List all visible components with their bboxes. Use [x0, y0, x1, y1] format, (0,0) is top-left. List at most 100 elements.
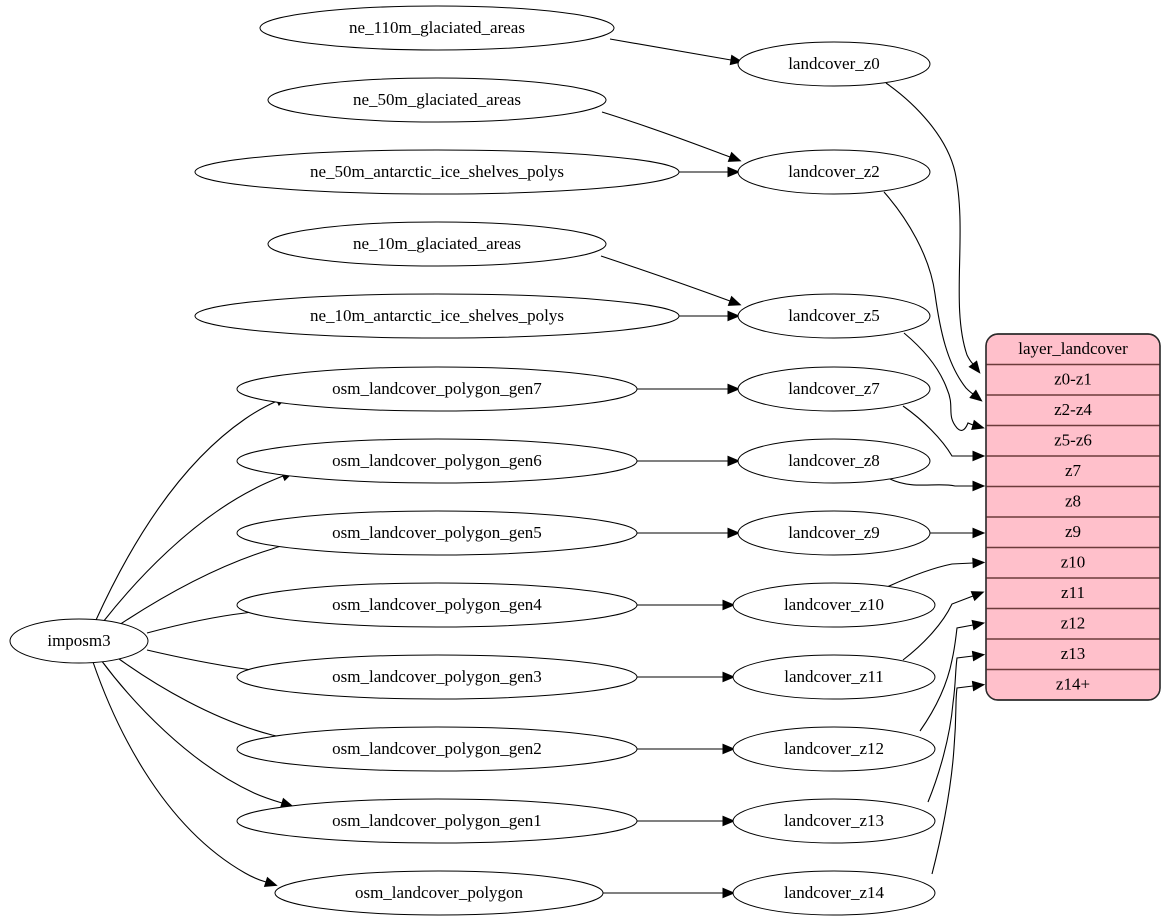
- layer-table-row-z5-z6[interactable]: z5-z6: [986, 426, 1160, 457]
- node-ellipse[interactable]: [737, 366, 931, 412]
- node-ellipse[interactable]: [9, 618, 149, 664]
- node-ellipse[interactable]: [236, 366, 638, 412]
- edge-path: [92, 661, 267, 883]
- layer-table-row-z11[interactable]: z11: [986, 578, 1160, 609]
- layer-table-header: layer_landcover: [1018, 339, 1128, 358]
- node-ellipse[interactable]: [194, 149, 680, 195]
- layer-node-landcover_z11[interactable]: landcover_z11: [732, 654, 936, 700]
- layer-table-row-z8[interactable]: z8: [986, 487, 1160, 518]
- source-node-osm_landcover_polygon_gen6[interactable]: osm_landcover_polygon_gen6: [236, 438, 638, 484]
- source-node-osm_landcover_polygon_gen5[interactable]: osm_landcover_polygon_gen5: [236, 510, 638, 556]
- arrow-head-icon: [727, 383, 741, 395]
- node-label: ne_50m_antarctic_ice_shelves_polys: [310, 162, 564, 181]
- edge-path: [903, 332, 974, 431]
- source-node-ne_110m_glaciated_areas[interactable]: ne_110m_glaciated_areas: [259, 5, 615, 51]
- node-ellipse[interactable]: [737, 293, 931, 339]
- node-ellipse[interactable]: [737, 41, 931, 87]
- source-node-osm_landcover_polygon_gen3[interactable]: osm_landcover_polygon_gen3: [236, 654, 638, 700]
- source-node-osm_landcover_polygon_gen2[interactable]: osm_landcover_polygon_gen2: [236, 726, 638, 772]
- layer-table-row-z9[interactable]: z9: [986, 517, 1160, 548]
- edge-landcover_z12-to-layer-table-z12: [919, 619, 986, 732]
- arrow-head-icon: [722, 671, 736, 683]
- layer-table-row-z12[interactable]: z12: [986, 609, 1160, 640]
- node-ellipse[interactable]: [732, 582, 936, 628]
- edge-landcover_z11-to-layer-table-z11: [902, 591, 985, 661]
- node-ellipse[interactable]: [236, 798, 638, 844]
- node-label: ne_10m_glaciated_areas: [353, 234, 521, 253]
- layer-node-landcover_z8[interactable]: landcover_z8: [737, 438, 931, 484]
- layer-node-landcover_z14[interactable]: landcover_z14: [732, 870, 936, 916]
- edge-path: [902, 595, 974, 661]
- layer-table-row-label: z0-z1: [1054, 370, 1092, 389]
- node-ellipse[interactable]: [732, 654, 936, 700]
- layer-table-row-z13[interactable]: z13: [986, 639, 1160, 670]
- node-ellipse[interactable]: [732, 870, 936, 916]
- edge-osm_landcover_polygon_gen1-to-landcover-z13: [637, 815, 736, 827]
- node-label: osm_landcover_polygon_gen5: [332, 523, 542, 542]
- layer-table-row-z14-[interactable]: z14+: [986, 670, 1160, 701]
- edge-landcover_z10-to-layer-table-z10: [886, 557, 986, 588]
- layer-table-row-z0-z1[interactable]: z0-z1: [986, 365, 1160, 396]
- node-ellipse[interactable]: [259, 5, 615, 51]
- source-node-ne_50m_glaciated_areas[interactable]: ne_50m_glaciated_areas: [267, 77, 607, 123]
- edge-landcover_z13-to-layer-table-z13: [927, 650, 986, 803]
- edges-layer: [92, 38, 986, 899]
- arrow-head-icon: [727, 166, 741, 178]
- edge-landcover_z8-to-layer-table-z8: [889, 478, 986, 492]
- node-ellipse[interactable]: [236, 654, 638, 700]
- node-ellipse[interactable]: [732, 726, 936, 772]
- node-ellipse[interactable]: [737, 438, 931, 484]
- node-label: landcover_z0: [788, 54, 880, 73]
- edge-osm_landcover_polygon_gen2-to-landcover-z12: [637, 743, 736, 755]
- edge-landcover_z5-to-layer-table-z5-z6: [903, 332, 985, 431]
- arrow-head-icon: [727, 310, 741, 322]
- edge-path: [889, 478, 973, 487]
- arrow-head-icon: [969, 389, 983, 402]
- arrow-head-icon: [968, 360, 981, 374]
- source-node-osm_landcover_polygon_gen7[interactable]: osm_landcover_polygon_gen7: [236, 366, 638, 412]
- node-ellipse[interactable]: [194, 293, 680, 339]
- node-ellipse[interactable]: [236, 582, 638, 628]
- node-ellipse[interactable]: [236, 438, 638, 484]
- layer-node-landcover_z0[interactable]: landcover_z0: [737, 41, 931, 87]
- node-label: ne_50m_glaciated_areas: [353, 90, 521, 109]
- layer-node-landcover_z10[interactable]: landcover_z10: [732, 582, 936, 628]
- layer-node-landcover_z12[interactable]: landcover_z12: [732, 726, 936, 772]
- source-node-imposm3[interactable]: imposm3: [9, 618, 149, 664]
- source-node-ne_10m_glaciated_areas[interactable]: ne_10m_glaciated_areas: [267, 221, 607, 267]
- layer-node-landcover_z5[interactable]: landcover_z5: [737, 293, 931, 339]
- layer-node-landcover_z13[interactable]: landcover_z13: [732, 798, 936, 844]
- source-node-ne_10m_antarctic_ice_shelves_polys[interactable]: ne_10m_antarctic_ice_shelves_polys: [194, 293, 680, 339]
- layer-node-landcover_z7[interactable]: landcover_z7: [737, 366, 931, 412]
- arrow-head-icon: [971, 619, 986, 631]
- node-ellipse[interactable]: [267, 221, 607, 267]
- arrow-head-icon: [722, 887, 736, 899]
- layer-table-row-z10[interactable]: z10: [986, 548, 1160, 579]
- layer-table-row-z2-z4[interactable]: z2-z4: [986, 395, 1160, 426]
- layer-table-row-z7[interactable]: z7: [986, 456, 1160, 487]
- node-ellipse[interactable]: [236, 726, 638, 772]
- source-node-osm_landcover_polygon_gen1[interactable]: osm_landcover_polygon_gen1: [236, 798, 638, 844]
- node-ellipse[interactable]: [737, 510, 931, 556]
- node-label: landcover_z7: [788, 379, 880, 398]
- node-ellipse[interactable]: [236, 510, 638, 556]
- layer-node-landcover_z9[interactable]: landcover_z9: [737, 510, 931, 556]
- arrow-head-icon: [972, 450, 986, 462]
- layer-table-row-label: z9: [1065, 522, 1081, 541]
- source-node-osm_landcover_polygon[interactable]: osm_landcover_polygon: [274, 870, 604, 916]
- edge-osm_landcover_polygon_gen5-to-landcover-z9: [637, 527, 741, 539]
- node-ellipse[interactable]: [737, 149, 931, 195]
- edge-path: [100, 659, 283, 804]
- node-ellipse[interactable]: [274, 870, 604, 916]
- node-ellipse[interactable]: [267, 77, 607, 123]
- source-node-ne_50m_antarctic_ice_shelves_polys[interactable]: ne_50m_antarctic_ice_shelves_polys: [194, 149, 680, 195]
- node-ellipse[interactable]: [732, 798, 936, 844]
- edge-landcover_z2-to-layer-table-z2-z4: [883, 191, 983, 402]
- layer-node-landcover_z2[interactable]: landcover_z2: [737, 149, 931, 195]
- source-node-osm_landcover_polygon_gen4[interactable]: osm_landcover_polygon_gen4: [236, 582, 638, 628]
- arrow-head-icon: [972, 480, 986, 492]
- node-label: landcover_z9: [788, 523, 880, 542]
- arrow-head-icon: [727, 455, 741, 467]
- node-label: landcover_z8: [788, 451, 880, 470]
